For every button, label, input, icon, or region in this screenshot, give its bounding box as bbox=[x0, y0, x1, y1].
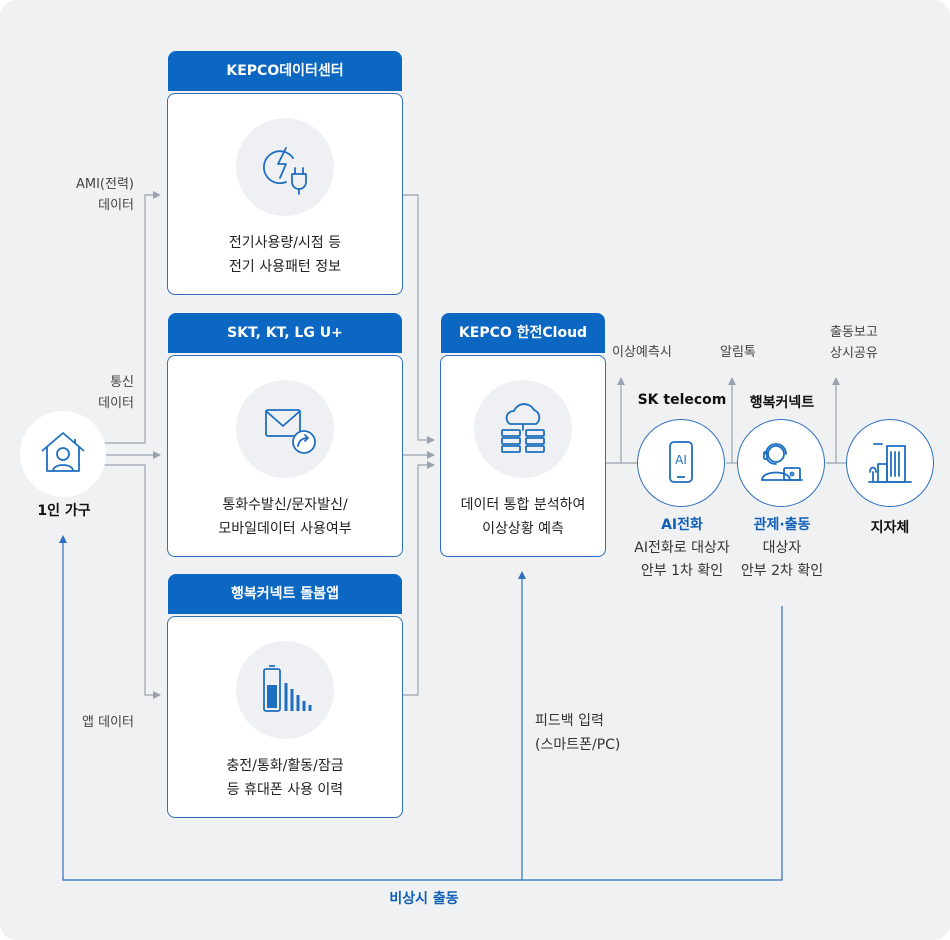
care-app-icon-bg bbox=[236, 641, 334, 739]
sk-desc-2: 안부 1차 확인 bbox=[640, 563, 724, 579]
telco-desc-1: 통화수발신/문자발신/ bbox=[222, 497, 348, 513]
emergency-loop bbox=[59, 535, 783, 881]
cloud-desc-2: 이상상황 예측 bbox=[482, 521, 564, 537]
hc-desc-2: 안부 2차 확인 bbox=[740, 563, 824, 579]
cloud-icon-bg bbox=[474, 380, 572, 478]
telco-icon-bg bbox=[236, 380, 334, 478]
kepco-dc-desc-2: 전기 사용패턴 정보 bbox=[229, 259, 341, 275]
telco-card: 통화수발신/문자발신/ 모바일데이터 사용여부 bbox=[167, 355, 403, 557]
kepco-dc-desc-1: 전기사용량/시점 등 bbox=[228, 235, 342, 251]
care-app-desc-1: 충전/통화/활동/잠금 bbox=[226, 758, 344, 774]
sk-desc-1: AI전화로 대상자 bbox=[634, 540, 730, 556]
app-data-label: 앱 데이터 bbox=[82, 715, 134, 730]
hc-desc-1: 대상자 bbox=[762, 540, 802, 556]
feedback-label: 피드백 입력(스마트폰/PC) bbox=[535, 713, 621, 753]
cloud-desc-1: 데이터 통합 분석하여 bbox=[460, 497, 586, 513]
sk-ai-circle: AI bbox=[637, 419, 725, 507]
hc-org-label: 행복커넥트 bbox=[749, 395, 815, 411]
headset-operator-icon bbox=[761, 443, 803, 481]
telco-header: SKT, KT, LG U+ bbox=[168, 313, 402, 353]
battery-bars-icon bbox=[263, 665, 312, 712]
mail-forward-icon bbox=[265, 409, 316, 454]
city-building-icon bbox=[868, 443, 912, 483]
hc-title: 관제·출동 bbox=[753, 517, 811, 533]
cloud-card: 데이터 통합 분석하여 이상상황 예측 bbox=[440, 355, 606, 557]
flow-care-app-to-cloud bbox=[402, 461, 435, 696]
alimtalk-label: 알림톡 bbox=[720, 345, 756, 360]
cloud-header: KEPCO 한전Cloud bbox=[441, 313, 605, 353]
kepco-dc-card: 전기사용량/시점 등 전기 사용패턴 정보 bbox=[167, 93, 403, 295]
sk-info: AI전화 AI전화로 대상자 안부 1차 확인 bbox=[612, 514, 752, 583]
hc-info: 관제·출동 대상자 안부 2차 확인 bbox=[722, 514, 842, 583]
power-plug-icon bbox=[263, 147, 307, 195]
telco-desc-2: 모바일데이터 사용여부 bbox=[218, 521, 352, 537]
sk-title: AI전화 bbox=[661, 517, 703, 533]
hc-circle bbox=[737, 419, 825, 507]
care-app-desc-2: 등 휴대폰 사용 이력 bbox=[226, 782, 344, 798]
gov-circle bbox=[846, 419, 934, 507]
house-person-icon bbox=[41, 432, 85, 472]
gov-label: 지자체 bbox=[870, 520, 910, 536]
ami-data-label: AMI(전력)데이터 bbox=[75, 177, 134, 213]
care-app-header: 행복커넥트 돌봄앱 bbox=[168, 574, 402, 614]
anomaly-label: 이상예측시 bbox=[612, 345, 672, 360]
cloud-server-icon bbox=[501, 403, 545, 453]
household-label: 1인 가구 bbox=[37, 503, 91, 519]
kepco-dc-header: KEPCO데이터센터 bbox=[168, 51, 402, 91]
flow-to-kepco-dc bbox=[104, 191, 161, 444]
household-circle bbox=[20, 411, 106, 497]
kepco-dc-icon-bg bbox=[236, 118, 334, 216]
ai-phone-text: AI bbox=[675, 453, 687, 467]
flow-kepco-dc-to-cloud bbox=[402, 194, 435, 444]
care-app-card: 충전/통화/활동/잠금 등 휴대폰 사용 이력 bbox=[167, 616, 403, 818]
emergency-label: 비상시 출동 bbox=[389, 891, 459, 907]
flow-to-care-app bbox=[104, 464, 161, 699]
ai-phone-icon: AI bbox=[669, 441, 693, 483]
sk-org-label: SK telecom bbox=[637, 392, 727, 408]
